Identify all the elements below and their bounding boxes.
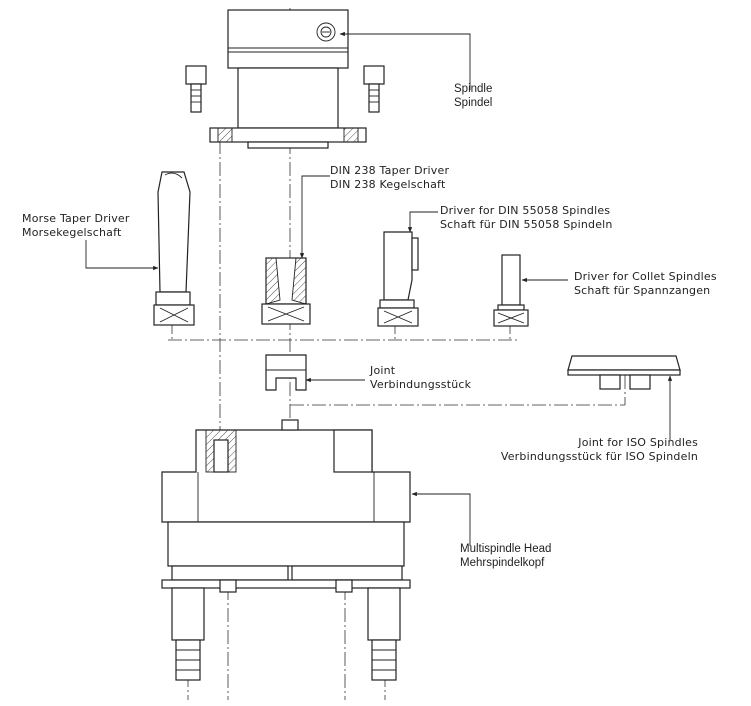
svg-text:Driver for Collet Spindles: Driver for Collet Spindles — [574, 270, 717, 283]
din55058-label: Driver for DIN 55058 Spindles Schaft für… — [440, 204, 613, 231]
svg-text:Driver for DIN 55058 Spindles: Driver for DIN 55058 Spindles — [440, 204, 610, 217]
svg-text:Schaft für Spannzangen: Schaft für Spannzangen — [574, 284, 710, 297]
leader-lines — [85, 31, 673, 546]
collet-label: Driver for Collet Spindles Schaft für Sp… — [574, 270, 717, 297]
multispindle-head — [161, 419, 411, 681]
svg-text:Mehrspindelkopf: Mehrspindelkopf — [460, 557, 545, 569]
svg-text:Morsekegelschaft: Morsekegelschaft — [22, 226, 122, 239]
din55058-driver — [377, 231, 419, 327]
collet-driver — [493, 254, 529, 327]
svg-text:Joint for ISO Spindles: Joint for ISO Spindles — [577, 436, 698, 449]
svg-text:Morse Taper Driver: Morse Taper Driver — [22, 212, 130, 225]
svg-text:Verbindungsstück für ISO Spind: Verbindungsstück für ISO Spindeln — [501, 450, 698, 463]
joint-label: Joint Verbindungsstück — [369, 364, 472, 391]
spindle-part — [185, 9, 385, 149]
joint-part — [265, 354, 307, 391]
svg-text:Spindel: Spindel — [454, 97, 492, 109]
svg-text:Schaft für DIN 55058 Spindeln: Schaft für DIN 55058 Spindeln — [440, 218, 613, 231]
head-label: Multispindle Head Mehrspindelkopf — [460, 543, 551, 569]
svg-text:DIN 238 Taper Driver: DIN 238 Taper Driver — [330, 164, 449, 177]
bolt-left — [185, 65, 207, 113]
din238-taper-driver — [261, 257, 311, 325]
iso-joint-part — [567, 355, 681, 390]
morse-label: Morse Taper Driver Morsekegelschaft — [22, 212, 130, 239]
svg-text:DIN 238 Kegelschaft: DIN 238 Kegelschaft — [330, 178, 446, 191]
spindle-label: Spindle Spindel — [454, 83, 492, 109]
din238-label: DIN 238 Taper Driver DIN 238 Kegelschaft — [330, 164, 449, 191]
svg-text:Joint: Joint — [369, 364, 396, 377]
morse-taper-driver — [153, 171, 195, 326]
bolt-right — [363, 65, 385, 113]
iso-joint-label: Joint for ISO Spindles Verbindungsstück … — [501, 436, 698, 463]
svg-text:Multispindle Head: Multispindle Head — [460, 543, 551, 555]
svg-text:Spindle: Spindle — [454, 83, 492, 95]
svg-text:Verbindungsstück: Verbindungsstück — [370, 378, 472, 391]
